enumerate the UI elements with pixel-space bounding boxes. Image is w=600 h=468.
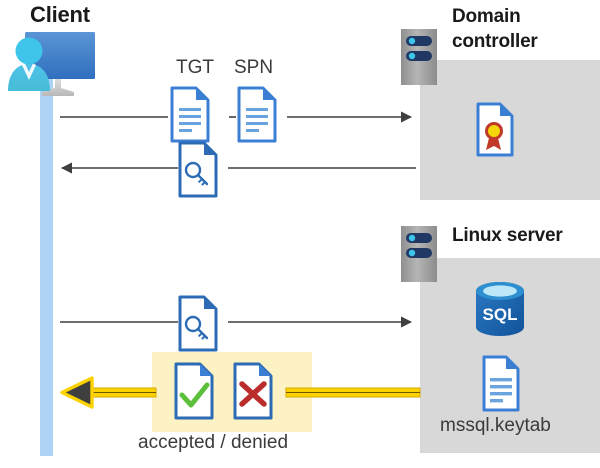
- flow-4-arrow: [60, 376, 421, 409]
- keytab-filename-label: mssql.keytab: [440, 415, 551, 436]
- domain-controller-title: Domain controller: [452, 4, 592, 54]
- text-document-icon-tgt: [170, 86, 210, 143]
- certificate-document-icon: [476, 102, 514, 157]
- user-with-monitor-icon: [8, 32, 95, 96]
- linux-server-title: Linux server: [452, 225, 563, 246]
- client-title: Client: [30, 2, 90, 27]
- spn-label: SPN: [234, 57, 274, 78]
- accepted-document-icon: [174, 362, 214, 420]
- tgt-label: TGT: [176, 57, 214, 78]
- domain-controller-title-line1: Domain: [452, 6, 521, 27]
- accepted-denied-caption: accepted / denied: [138, 432, 289, 453]
- text-document-icon-spn: [237, 86, 277, 143]
- sql-database-icon: SQL: [476, 282, 524, 336]
- client-lifeline: [40, 76, 53, 456]
- server-rack-icon-domain-controller: [401, 29, 437, 85]
- keytab-document-icon: [482, 355, 520, 412]
- domain-controller-title-line2: controller: [452, 31, 538, 52]
- denied-document-icon: [233, 362, 273, 420]
- sql-label: SQL: [483, 305, 518, 324]
- server-rack-icon-linux-server: [401, 226, 437, 282]
- key-document-icon-request: [178, 295, 218, 352]
- key-document-icon-ticket: [178, 141, 218, 198]
